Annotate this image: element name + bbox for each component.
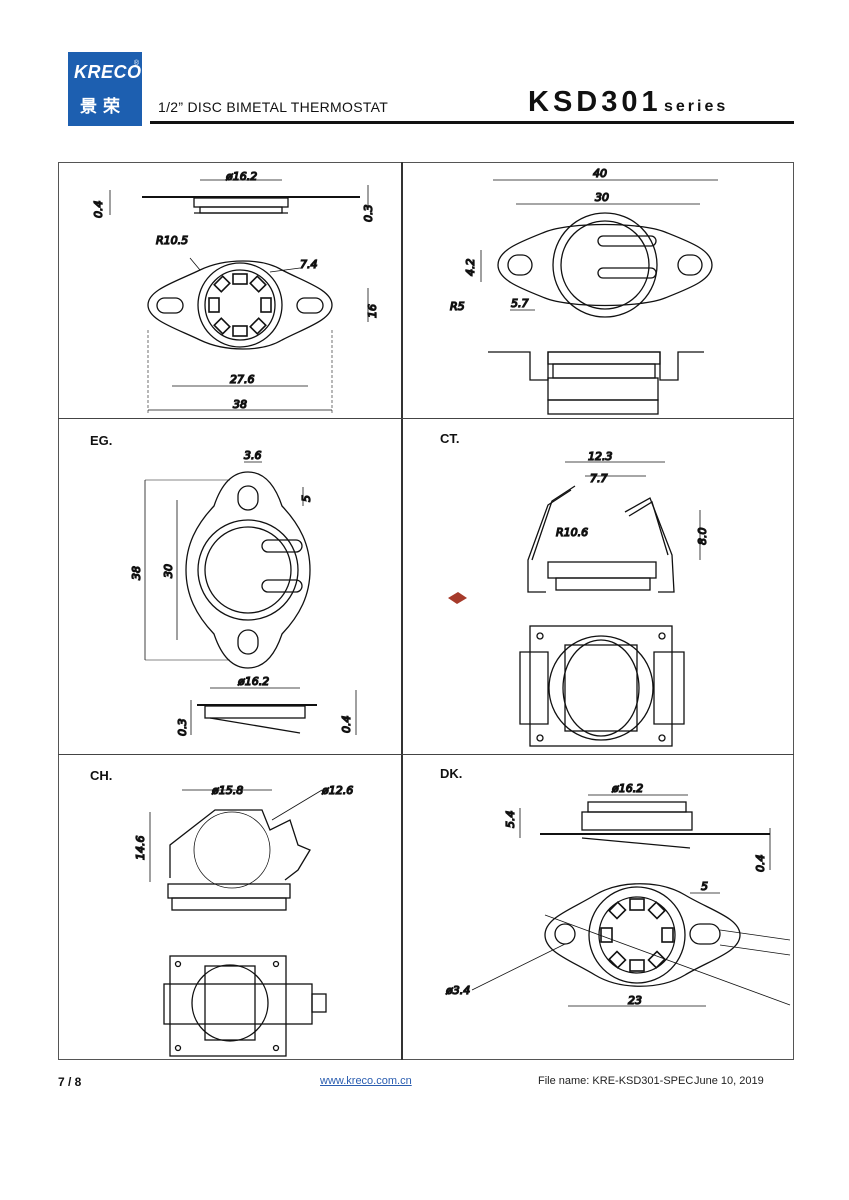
- dim-label: ø16.2: [225, 170, 257, 183]
- series-label: series: [664, 98, 729, 115]
- dim-label: ø16.2: [611, 782, 643, 795]
- frame-vertical-divider: [401, 162, 403, 1060]
- page-number: 7 / 8: [58, 1075, 82, 1089]
- dim-label: 5.4: [504, 811, 517, 829]
- dim-label: ø12.6: [321, 784, 353, 797]
- frame-row-divider-2: [58, 754, 794, 755]
- drawing-ch: [149, 789, 327, 1057]
- dim-label: 40: [593, 167, 607, 180]
- dim-label: 38: [233, 398, 247, 411]
- drawing-top-right: [480, 179, 718, 415]
- dim-label: 30: [162, 564, 175, 578]
- dim-label: 8.0: [696, 528, 709, 546]
- dim-label: 12.3: [588, 450, 613, 463]
- panel-label-ct: CT.: [440, 431, 460, 446]
- dim-label: ø3.4: [445, 984, 470, 997]
- model-title: KSD301: [528, 86, 662, 118]
- company-logo: KRECO ® 景荣: [68, 52, 142, 126]
- dim-label: 7.7: [590, 472, 608, 485]
- drawing-frame: [58, 162, 794, 1060]
- dim-label: 5.7: [511, 297, 529, 310]
- dim-label: R10.6: [556, 526, 588, 539]
- dim-label: ø15.8: [211, 784, 243, 797]
- dim-label: 23: [628, 994, 642, 1007]
- document-subtitle: 1/2” DISC BIMETAL THERMOSTAT: [158, 99, 389, 115]
- website-link[interactable]: www.kreco.com.cn: [320, 1075, 412, 1087]
- dim-label: 0.3: [362, 205, 375, 223]
- stray-mark: [448, 592, 467, 604]
- drawing-eg: [144, 461, 357, 735]
- dim-label: R5: [450, 300, 465, 313]
- file-name: File name: KRE-KSD301-SPEC: [538, 1075, 694, 1087]
- dim-label: R10.5: [156, 234, 188, 247]
- logo-text: KRECO: [74, 62, 142, 82]
- dim-label: 16: [366, 304, 379, 318]
- drawing-standard: [109, 179, 369, 414]
- header-rule: [150, 121, 794, 124]
- logo-chinese-text: 景荣: [80, 97, 126, 116]
- document-date: June 10, 2019: [694, 1075, 764, 1087]
- panel-label-eg: EG.: [90, 433, 113, 448]
- drawing-ct: [448, 461, 701, 747]
- dim-label: 5: [701, 880, 708, 893]
- dim-label: 0.4: [754, 855, 767, 873]
- dim-label: 4.2: [464, 259, 477, 277]
- dim-label: 3.6: [244, 449, 262, 462]
- dim-label: 30: [595, 191, 609, 204]
- drawing-dk: [471, 794, 791, 1007]
- dim-label: 5: [300, 495, 313, 502]
- frame-row-divider-1: [58, 418, 794, 419]
- dim-label: 14.6: [134, 836, 147, 861]
- dim-label: 7.4: [300, 258, 318, 271]
- registered-mark: ®: [133, 60, 139, 67]
- dim-label: 0.3: [176, 719, 189, 737]
- panel-label-ch: CH.: [90, 768, 113, 783]
- panel-label-dk: DK.: [440, 766, 463, 781]
- dim-label: 0.4: [340, 716, 353, 734]
- dim-label: ø16.2: [237, 675, 269, 688]
- dim-label: 27.6: [230, 373, 255, 386]
- dim-label: 0.4: [92, 201, 105, 219]
- dim-label: 38: [130, 566, 143, 580]
